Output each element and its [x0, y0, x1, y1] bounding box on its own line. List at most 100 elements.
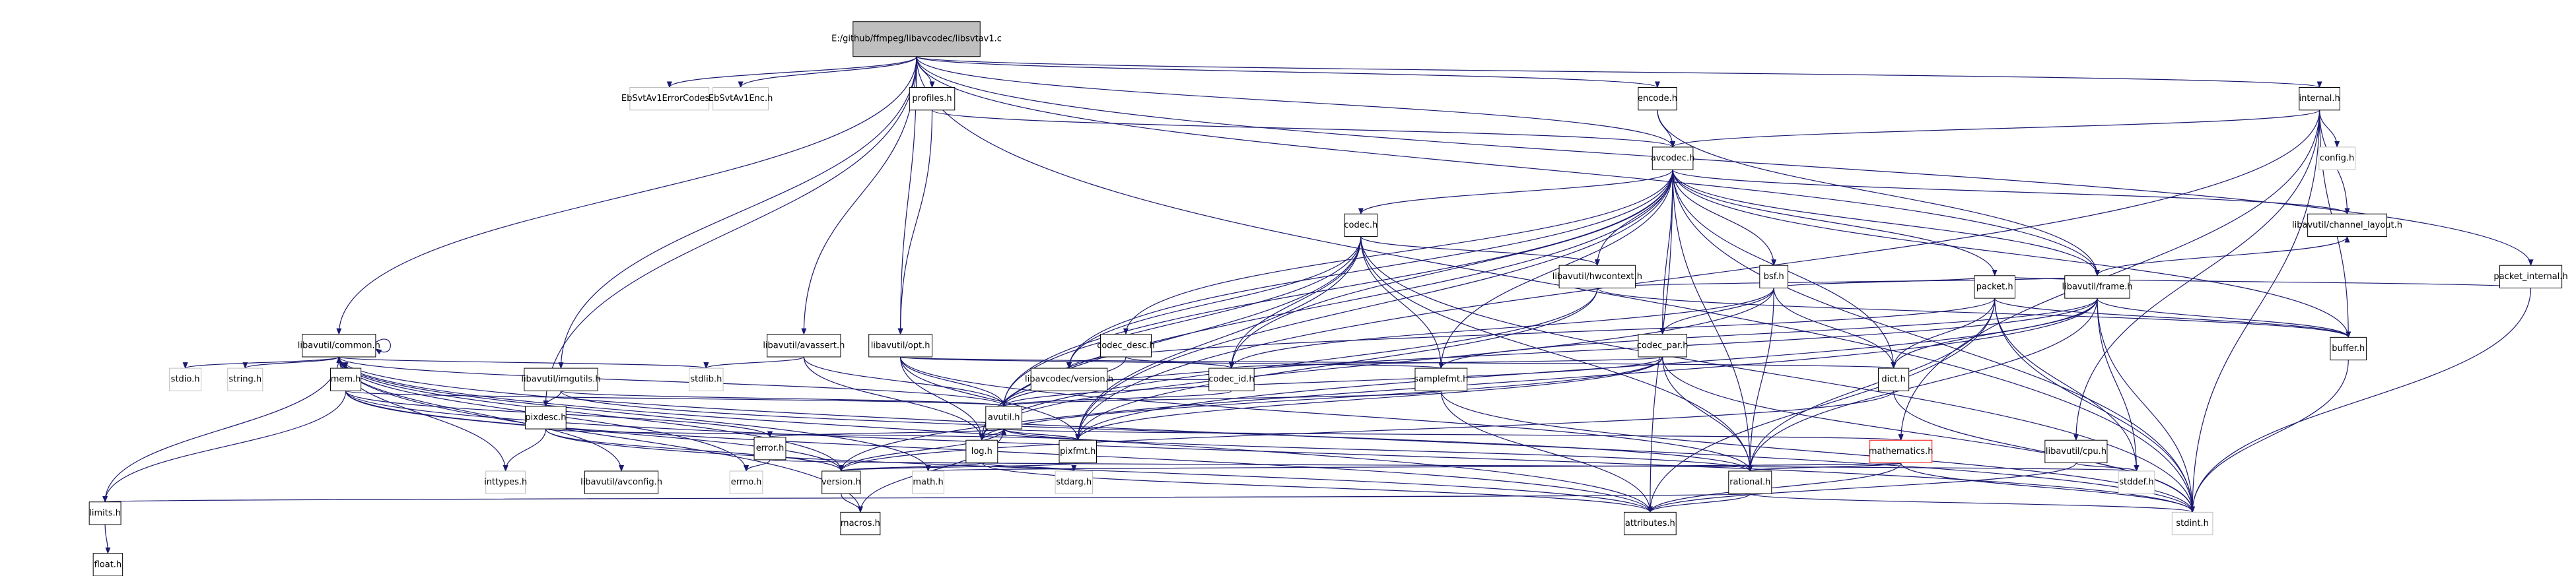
node-box [169, 368, 202, 391]
node-codec_par[interactable]: codec_par.h [1637, 334, 1688, 358]
edge-imgutils-to-rational [560, 391, 1753, 472]
edge-root-to-avassert [801, 56, 917, 335]
edge-packet-to-stdint [1994, 298, 2196, 513]
edge-mathematics-to-math [926, 462, 1902, 472]
node-version[interactable]: version.h [821, 470, 861, 494]
edge-profiles-to-opt [897, 110, 933, 335]
node-box [1030, 368, 1108, 391]
node-mathematics[interactable]: mathematics.h [1869, 439, 1933, 464]
edge-codec-to-hwcontext [1360, 236, 1600, 267]
node-frame[interactable]: libavutil/frame.h [2062, 275, 2132, 299]
node-rational[interactable]: rational.h [1728, 470, 1772, 494]
node-hwcontext[interactable]: libavutil/hwcontext.h [1552, 265, 1642, 289]
node-log[interactable]: log.h [965, 439, 998, 464]
node-avcodec[interactable]: avcodec.h [1651, 146, 1695, 170]
node-opt[interactable]: libavutil/opt.h [868, 334, 933, 358]
node-version_avcodec[interactable]: libavcodec/version.h [1025, 368, 1113, 391]
node-common[interactable]: libavutil/common.h [298, 334, 380, 358]
node-buffer[interactable]: buffer.h [2330, 336, 2367, 361]
node-dict[interactable]: dict.h [1877, 368, 1910, 391]
edge-error-to-errno [744, 459, 771, 472]
node-label: libavutil/imgutils.h [521, 375, 600, 385]
node-box [584, 470, 659, 494]
edge-root-to-pixdesc [543, 56, 917, 407]
node-internal[interactable]: internal.h [2299, 87, 2340, 111]
node-encode[interactable]: encode.h [1638, 87, 1677, 111]
node-codec_id[interactable]: codec_id.h [1208, 368, 1255, 391]
node-error[interactable]: error.h [753, 437, 786, 461]
edge-common-to-string [242, 356, 339, 369]
edge-internal-to-stdint [2190, 110, 2320, 513]
node-root[interactable]: E:/github/ffmpeg/libavcodec/libsvtav1.c [831, 21, 1002, 57]
node-box [1638, 334, 1687, 358]
edge-root-to-imgutils [558, 56, 917, 369]
node-box [2064, 275, 2130, 299]
edge-packet-to-attributes [1647, 298, 1996, 513]
edge-codec-to-samplefmt [1360, 236, 1444, 369]
node-attributes[interactable]: attributes.h [1624, 511, 1677, 536]
edge-pixdesc-to-inttypes [503, 429, 546, 472]
node-pixdesc[interactable]: pixdesc.h [525, 406, 567, 430]
node-mem[interactable]: mem.h [330, 368, 362, 391]
node-codec_desc[interactable]: codec_desc.h [1097, 334, 1155, 358]
edge-profiles-to-avcodec [931, 110, 1675, 148]
node-string: string.h [227, 368, 263, 391]
node-box [1974, 275, 2016, 299]
node-avassert[interactable]: libavutil/avassert.h [763, 334, 845, 358]
edge-codec-to-version_avcodec [1066, 236, 1362, 369]
node-label: float.h [94, 560, 122, 569]
node-box [1877, 368, 1910, 391]
edge-codec-to-pixfmt [1075, 236, 1362, 441]
node-profiles[interactable]: profiles.h [909, 87, 956, 111]
node-bsf[interactable]: bsf.h [1759, 265, 1789, 289]
edge-mathematics-to-stdint [1900, 463, 2196, 513]
node-config: config.h [2318, 146, 2356, 170]
node-box [92, 553, 123, 576]
edge-imgutils-to-avutil [560, 390, 1006, 407]
edge-opt-to-samplefmt [900, 356, 1444, 369]
node-imgutils[interactable]: libavutil/imgutils.h [521, 368, 601, 391]
edge-avcodec-to-channel_layout [1672, 169, 2350, 215]
node-packet_internal[interactable]: packet_internal.h [2493, 265, 2568, 289]
edge-root-to-common [336, 56, 917, 335]
edge-common-to-attributes [338, 356, 1653, 513]
edge-frame-to-dict [1891, 298, 2098, 369]
node-box [330, 368, 362, 391]
node-pixfmt[interactable]: pixfmt.h [1059, 439, 1097, 464]
edge-imgutils-to-pixdesc [543, 391, 562, 407]
node-avconfig[interactable]: libavutil/avconfig.h [580, 470, 662, 494]
node-channel_layout[interactable]: libavutil/channel_layout.h [2292, 213, 2402, 238]
node-float[interactable]: float.h [92, 553, 123, 576]
node-EbSvtAv1ErrorCodes: EbSvtAv1ErrorCodes.h [621, 87, 718, 111]
edge-bsf-to-packet [1773, 274, 1998, 289]
node-cpu[interactable]: libavutil/cpu.h [2044, 439, 2108, 464]
edge-opt-to-log [900, 356, 985, 441]
node-samplefmt[interactable]: samplefmt.h [1414, 368, 1468, 391]
edge-packet-to-stddef [1994, 298, 2140, 472]
node-label: bsf.h [1764, 272, 1784, 282]
node-limits[interactable]: limits.h [88, 501, 122, 525]
node-math: math.h [912, 470, 945, 494]
edge-common-to-stdlib [338, 356, 709, 369]
edge-avutil-to-mathematics [1003, 428, 1903, 441]
node-label: rational.h [1729, 478, 1770, 488]
node-inttypes: inttypes.h [484, 470, 527, 494]
node-avutil[interactable]: avutil.h [985, 406, 1023, 430]
node-codec[interactable]: codec.h [1344, 213, 1377, 238]
node-macros[interactable]: macros.h [840, 511, 881, 536]
edge-packet-to-dict [1891, 298, 1996, 369]
node-box [524, 368, 598, 391]
edge-version-to-macros [841, 494, 863, 513]
edge-avcodec-to-rational [1672, 170, 1753, 472]
edge-log-to-attributes [981, 463, 1653, 513]
node-box [88, 501, 122, 525]
edge-root-to-EbSvtAv1Enc [738, 56, 917, 88]
node-packet[interactable]: packet.h [1974, 275, 2016, 299]
edge-avcodec-to-log [979, 170, 1673, 441]
node-box [912, 470, 945, 494]
edge-codec_par-to-rational [1662, 356, 1753, 472]
node-box [2044, 439, 2108, 464]
edge-cpu-to-stddef [2075, 462, 2140, 472]
node-label: libavutil/channel_layout.h [2292, 220, 2402, 230]
